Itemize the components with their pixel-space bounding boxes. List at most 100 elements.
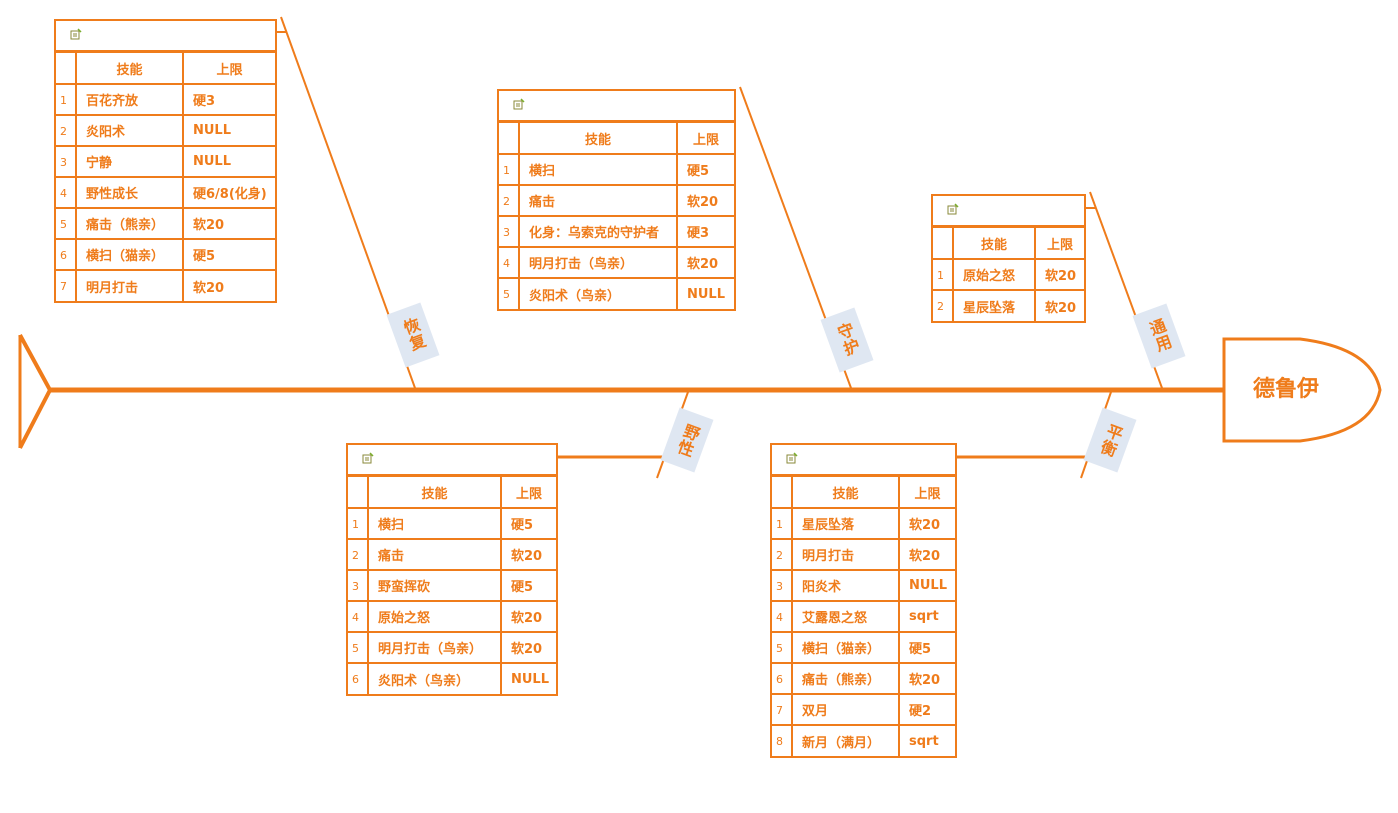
row-index: 2 xyxy=(772,538,793,571)
limit-cell: NULL xyxy=(500,662,556,694)
flag-label: 恢复 xyxy=(398,315,429,355)
limit-cell: 软20 xyxy=(1034,258,1084,291)
column-header-skill: 技能 xyxy=(367,477,502,509)
row-index: 5 xyxy=(348,631,369,664)
index-header xyxy=(772,477,793,509)
skill-cell: 明月打击 xyxy=(791,538,900,571)
skill-cell: 双月 xyxy=(791,693,900,726)
skill-cell: 痛击（熊亲） xyxy=(75,207,184,240)
limit-cell: 软20 xyxy=(182,269,275,301)
skill-cell: 横扫 xyxy=(518,153,678,186)
fish-head-title: 德鲁伊 xyxy=(1252,377,1319,402)
limit-cell: 软20 xyxy=(182,207,275,240)
table-header-bar xyxy=(772,445,955,477)
row-index: 1 xyxy=(933,258,954,291)
skill-cell: 痛击 xyxy=(518,184,678,217)
index-header xyxy=(499,123,520,155)
row-index: 5 xyxy=(56,207,77,240)
table-header-bar xyxy=(56,21,275,53)
note-icon xyxy=(70,28,82,40)
skill-cell: 明月打击（鸟亲） xyxy=(367,631,502,664)
limit-cell: 软20 xyxy=(676,246,734,279)
flag-label: 野性 xyxy=(672,420,703,460)
row-index: 6 xyxy=(772,662,793,695)
row-index: 1 xyxy=(772,507,793,540)
skill-cell: 炎阳术（鸟亲） xyxy=(518,277,678,309)
row-index: 7 xyxy=(772,693,793,726)
index-header xyxy=(348,477,369,509)
column-header-skill: 技能 xyxy=(75,53,184,85)
index-header xyxy=(56,53,77,85)
row-index: 1 xyxy=(56,83,77,116)
skill-cell: 艾露恩之怒 xyxy=(791,600,900,633)
limit-cell: 硬5 xyxy=(500,569,556,602)
skill-cell: 原始之怒 xyxy=(952,258,1036,291)
column-header-skill: 技能 xyxy=(518,123,678,155)
table-header-row: 技能 上限 xyxy=(56,53,275,85)
table-header-row: 技能 上限 xyxy=(499,123,734,155)
skill-cell: 百花齐放 xyxy=(75,83,184,116)
limit-cell: 硬3 xyxy=(182,83,275,116)
limit-cell: 软20 xyxy=(500,538,556,571)
column-header-limit: 上限 xyxy=(182,53,275,85)
skill-cell: 炎阳术 xyxy=(75,114,184,147)
limit-cell: 硬6/8(化身) xyxy=(182,176,275,209)
skill-cell: 阳炎术 xyxy=(791,569,900,602)
table-header-row: 技能 上限 xyxy=(772,477,955,509)
limit-cell: 软20 xyxy=(898,507,955,540)
limit-cell: NULL xyxy=(898,569,955,602)
limit-cell: 软20 xyxy=(676,184,734,217)
note-icon xyxy=(786,452,798,464)
note-icon xyxy=(362,452,374,464)
table-header-bar xyxy=(499,91,734,123)
column-header-skill: 技能 xyxy=(952,228,1036,260)
limit-cell: 硬5 xyxy=(676,153,734,186)
skill-cell: 横扫 xyxy=(367,507,502,540)
column-header-limit: 上限 xyxy=(500,477,556,509)
row-index: 2 xyxy=(348,538,369,571)
skill-cell: 横扫（猫亲） xyxy=(75,238,184,271)
limit-cell: sqrt xyxy=(898,724,955,756)
row-index: 2 xyxy=(933,289,954,321)
skill-cell: 炎阳术（鸟亲） xyxy=(367,662,502,694)
row-index: 3 xyxy=(348,569,369,602)
limit-cell: 软20 xyxy=(898,662,955,695)
skill-cell: 化身：乌索克的守护者 xyxy=(518,215,678,248)
row-index: 2 xyxy=(56,114,77,147)
fish-tail xyxy=(18,334,53,449)
